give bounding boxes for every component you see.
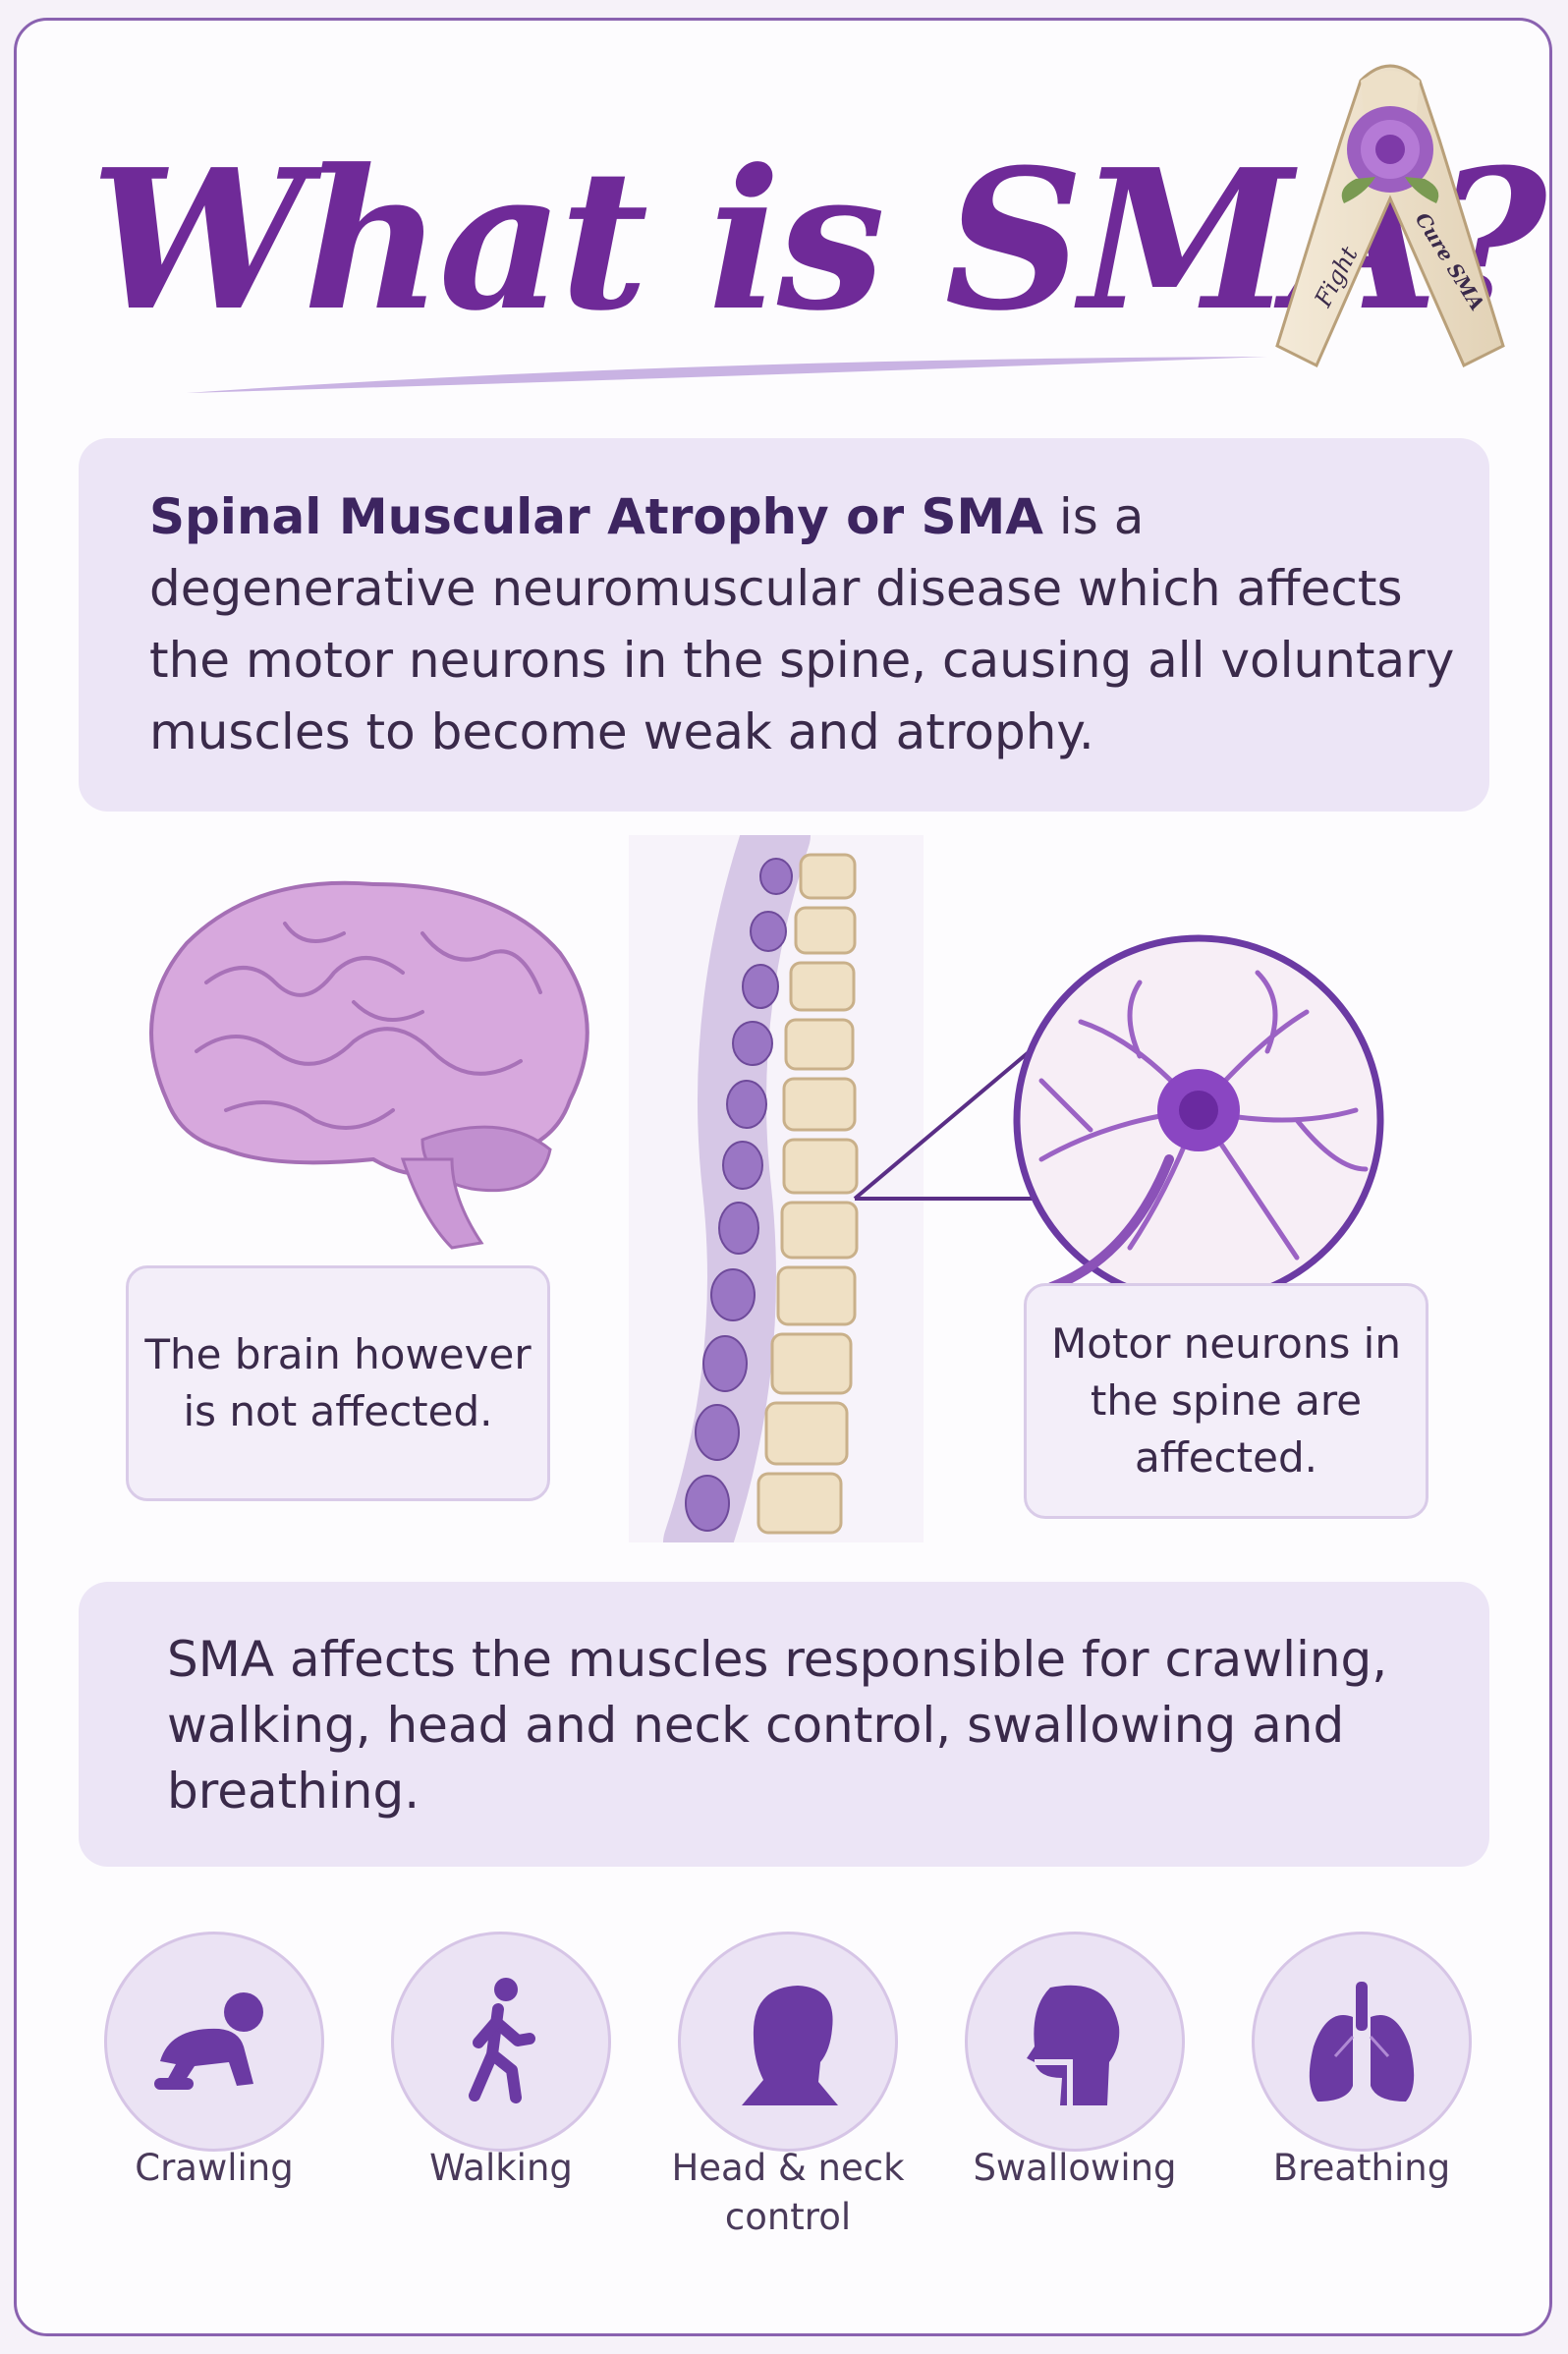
icon-label-breathing: Breathing — [1272, 2147, 1451, 2189]
intro-bold: Spinal Muscular Atrophy or SMA — [149, 488, 1043, 545]
crawling-baby-icon — [154, 1992, 263, 2090]
effects-text: SMA affects the muscles responsible for … — [167, 1631, 1388, 1820]
icon-label-head-neck: Head & neck control — [671, 2147, 905, 2238]
effects-panel: SMA affects the muscles responsible for … — [79, 1582, 1489, 1867]
intro-rest: is a degenerative neuromuscular disease … — [149, 488, 1455, 760]
swallowing-throat-icon — [1027, 1985, 1120, 2105]
lungs-icon — [1309, 1982, 1415, 2102]
icon-label-walking: Walking — [429, 2147, 573, 2189]
crawling-icon-circle — [104, 1932, 324, 2152]
icon-label-crawling: Crawling — [135, 2147, 294, 2189]
page-title: What is SMA? — [90, 128, 1547, 354]
spine-illustration — [629, 835, 924, 1542]
spine-callout: Motor neurons in the spine are affected. — [1024, 1283, 1428, 1519]
icon-label-swallowing: Swallowing — [973, 2147, 1177, 2189]
swallowing-icon-circle — [965, 1932, 1185, 2152]
intro-text: Spinal Muscular Atrophy or SMA is a dege… — [149, 481, 1466, 768]
brain-illustration — [149, 880, 589, 1250]
walking-icon-circle — [391, 1932, 611, 2152]
breathing-icon-circle — [1252, 1932, 1472, 2152]
brain-callout: The brain however is not affected. — [126, 1265, 550, 1501]
title-underline-swash — [187, 357, 1267, 393]
awareness-ribbon-logo: Fight Cure SMA — [1275, 64, 1505, 368]
intro-panel: Spinal Muscular Atrophy or SMA is a dege… — [79, 438, 1489, 812]
head-icon-circle — [678, 1932, 898, 2152]
head-silhouette-icon — [742, 1986, 838, 2105]
walking-person-icon — [469, 1978, 535, 2103]
